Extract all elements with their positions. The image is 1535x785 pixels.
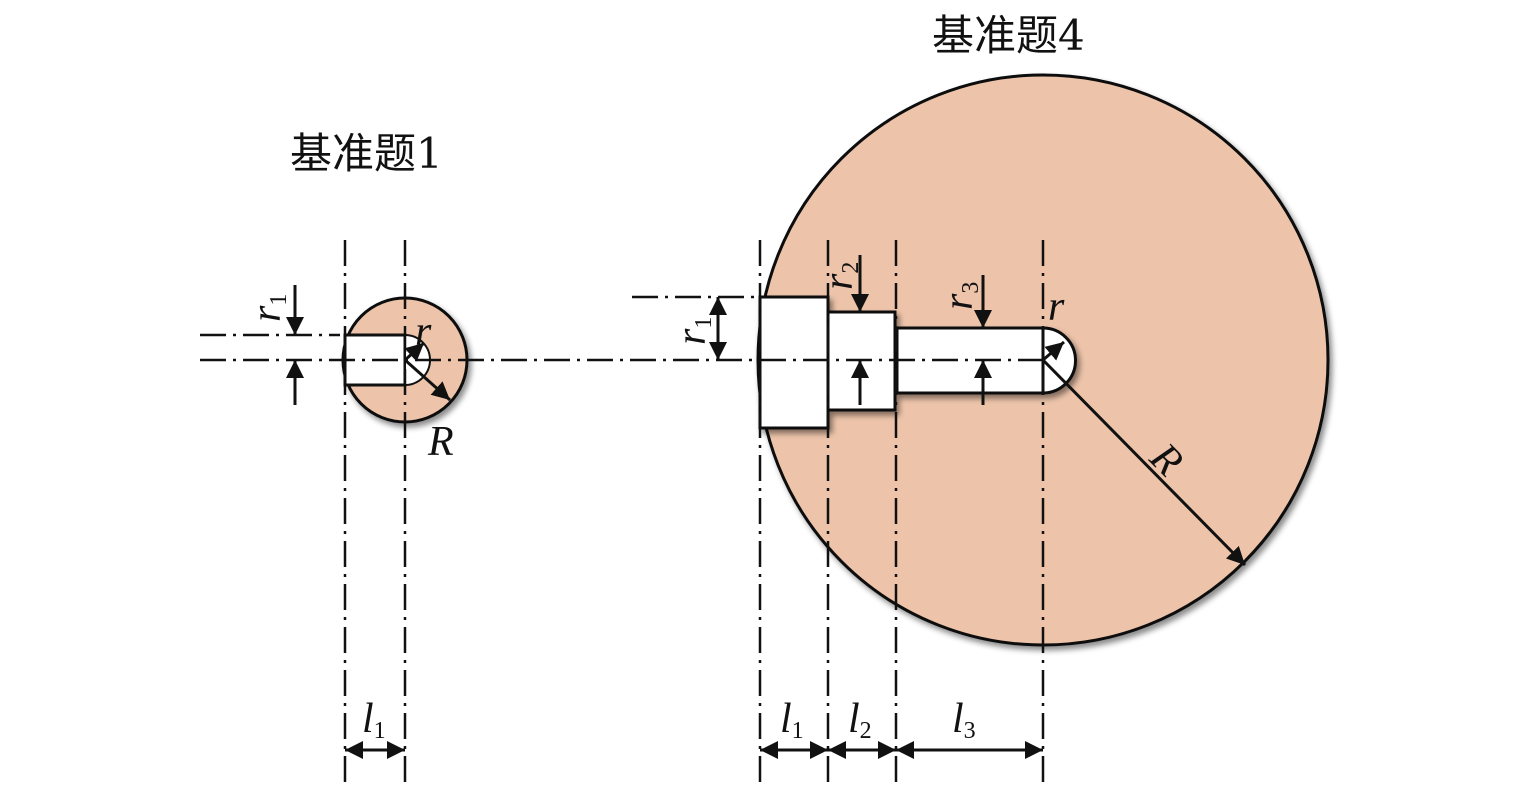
l1-label-1: l1	[362, 696, 386, 744]
R-arrow-1	[404, 358, 451, 402]
R-label-1: R	[427, 419, 454, 465]
l3-label-4: l3	[952, 696, 976, 744]
shaft-segment-1	[758, 295, 830, 430]
r-label-1: r	[415, 309, 432, 355]
l1-label-4: l1	[780, 696, 804, 744]
figure-4: 基准题4 r1 r2 r3 r R l1 l2 l3	[632, 11, 1330, 782]
r-label-4: r	[1048, 284, 1065, 330]
r2-label-4: r2	[816, 262, 864, 290]
shaft-4	[758, 295, 1077, 430]
figure-4-title: 基准题4	[932, 11, 1085, 60]
r1-label-4: r1	[669, 317, 717, 345]
r3-label-4: r3	[936, 282, 984, 310]
R-arrow-4	[1041, 358, 1247, 567]
r-arrow-1	[403, 341, 426, 362]
figure-1-title: 基准题1	[290, 129, 443, 178]
r-arrow-4	[1042, 340, 1065, 362]
figure-1: 基准题1 r1 r R l1	[200, 129, 760, 782]
l2-label-4: l2	[848, 696, 872, 744]
r1-label-1: r1	[244, 294, 292, 322]
